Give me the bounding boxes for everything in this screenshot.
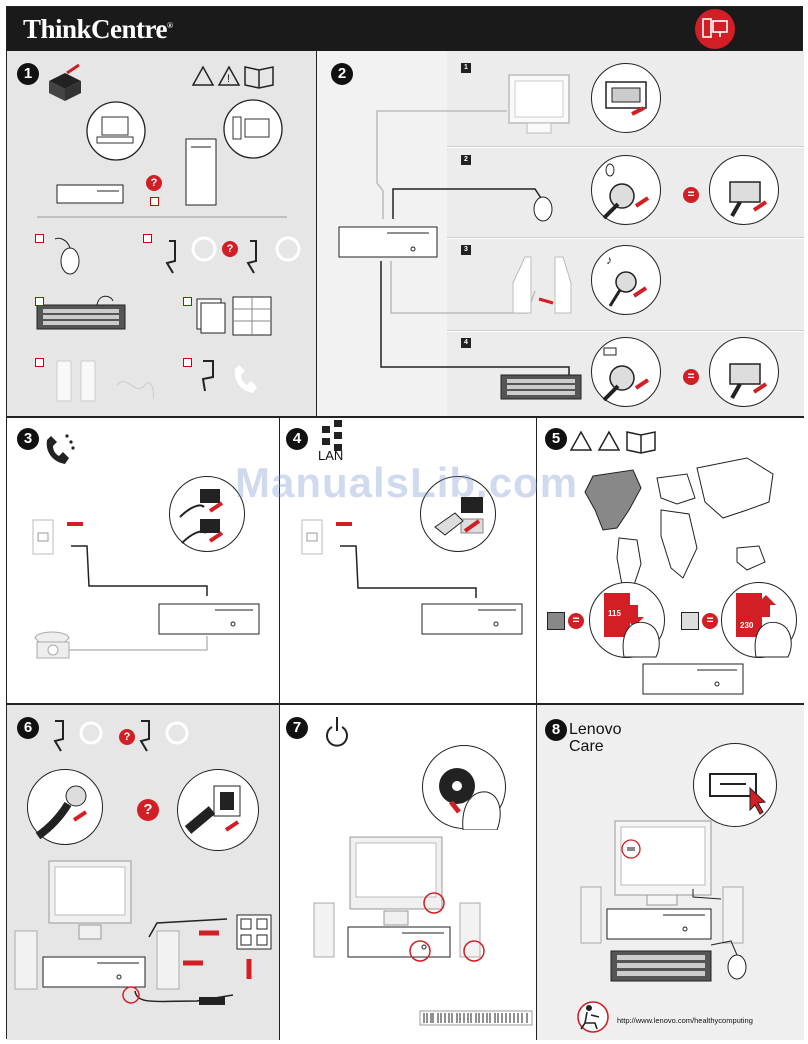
substep-2: 2 <box>461 155 471 165</box>
step4-panel: 4 LAN <box>279 418 536 703</box>
equals-icon: = <box>568 613 584 629</box>
voltage-switch-230-detail: 230 <box>721 582 797 658</box>
svg-text:♪: ♪ <box>606 253 612 267</box>
audio-connector-detail: ♪ <box>591 245 661 315</box>
checkbox[interactable] <box>150 197 159 206</box>
step8-number: 8 <box>545 719 567 741</box>
step8-panel: 8 Lenovo Care <box>536 705 804 1040</box>
question-icon: ? <box>137 799 159 821</box>
thinkvantage-button-detail <box>693 743 777 827</box>
step2-illustration <box>338 74 582 400</box>
power-cord-computer-detail <box>27 769 103 845</box>
modem-port-detail <box>169 476 245 552</box>
step7-illustration <box>313 717 533 1026</box>
usb-mouse-connector-detail <box>709 155 779 225</box>
checkbox[interactable] <box>35 234 44 243</box>
healthy-computing-url[interactable]: http://www.lenovo.com/healthycomputing <box>617 1016 753 1025</box>
substep-4: 4 <box>461 338 471 348</box>
step2-panel: 2 1 2 3 4 <box>316 51 804 416</box>
step4-illustration <box>301 420 523 635</box>
step6-number: 6 <box>17 717 39 739</box>
question-icon: ? <box>119 729 135 745</box>
lan-label: LAN <box>318 448 344 463</box>
step7-panel: 7 <box>279 705 536 1040</box>
step8-illustration <box>577 820 747 1033</box>
equals-icon: = <box>683 187 699 203</box>
network-icon <box>322 420 342 451</box>
brand-logo: ThinkCentre® <box>23 14 173 44</box>
power-cord-outlet-detail <box>177 769 259 851</box>
step2-number: 2 <box>331 63 353 85</box>
watermark: ManualsLib.com <box>235 459 579 506</box>
dark-region-swatch <box>547 612 565 630</box>
question-icon: ? <box>222 241 238 257</box>
header-bar: ThinkCentre® <box>7 7 802 51</box>
step1-illustration: ! <box>36 63 301 402</box>
equals-icon: = <box>683 369 699 385</box>
monitor-tower-icon <box>695 9 735 49</box>
step7-number: 7 <box>286 717 308 739</box>
step3-number: 3 <box>17 428 39 450</box>
step6-illustration <box>14 720 272 1005</box>
substep-1: 1 <box>461 63 471 73</box>
warning-icons: ! <box>191 65 274 89</box>
checkbox[interactable] <box>183 297 192 306</box>
title-line-lenovo: Lenovo <box>569 721 622 738</box>
power-icon <box>326 717 348 747</box>
checkbox[interactable] <box>143 234 152 243</box>
unbox-icon <box>49 63 81 101</box>
step3-illustration <box>32 434 260 659</box>
ethernet-port-detail <box>420 476 496 552</box>
step4-number: 4 <box>286 428 308 450</box>
step5-illustration <box>569 430 774 695</box>
light-region-swatch <box>681 612 699 630</box>
phone-icon <box>46 434 75 464</box>
substep-3: 3 <box>461 245 471 255</box>
step1-number: 1 <box>17 63 39 85</box>
ps2-keyboard-connector-detail <box>591 337 661 407</box>
checkbox[interactable] <box>35 358 44 367</box>
warning-icons <box>569 430 656 454</box>
step6-panel: 6 ? <box>7 705 279 1040</box>
voltage-115-label: 115 <box>608 609 621 618</box>
svg-text:!: ! <box>227 73 230 85</box>
header-graphics <box>695 9 735 49</box>
usb-keyboard-connector-detail <box>709 337 779 407</box>
lenovo-care-title: Lenovo Care <box>569 721 622 755</box>
power-button-detail <box>422 745 506 830</box>
step5-number: 5 <box>545 428 567 450</box>
step1-panel: 1 ! <box>7 51 316 416</box>
voltage-230-label: 230 <box>740 621 754 630</box>
vga-connector-detail <box>591 63 661 133</box>
step5-panel: 5 = 115 = <box>536 418 804 703</box>
title-line-care: Care <box>569 738 604 755</box>
ps2-mouse-connector-detail <box>591 155 661 225</box>
voltage-switch-115-detail: 115 <box>589 582 665 658</box>
checkbox[interactable] <box>35 297 44 306</box>
question-icon: ? <box>146 175 162 191</box>
setup-poster: ThinkCentre® 1 ! <box>6 6 804 1040</box>
equals-icon: = <box>702 613 718 629</box>
step3-panel: 3 <box>7 418 279 703</box>
checkbox[interactable] <box>183 358 192 367</box>
